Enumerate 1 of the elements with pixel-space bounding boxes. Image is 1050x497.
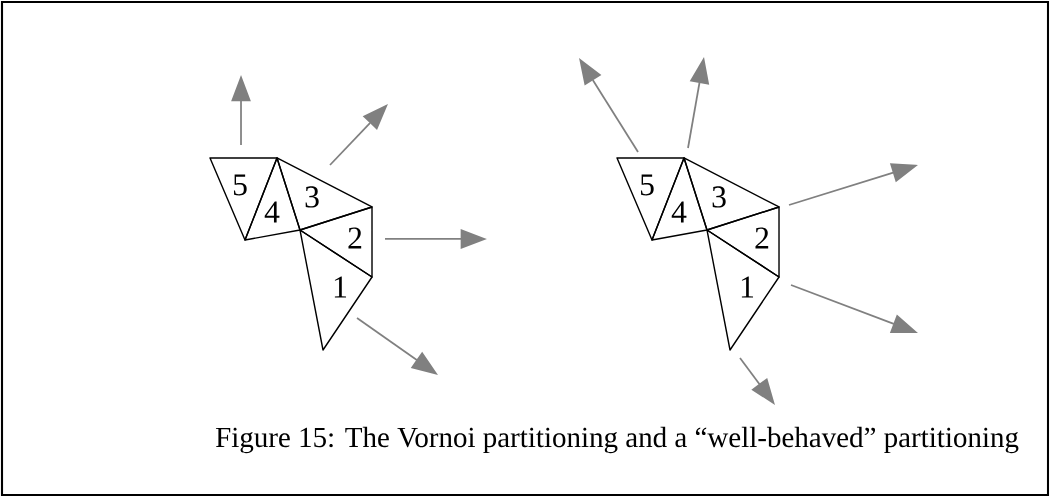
caption: Figure 15: The Vornoi partitioning and a “well-behaved” partitioning bbox=[215, 426, 1019, 454]
